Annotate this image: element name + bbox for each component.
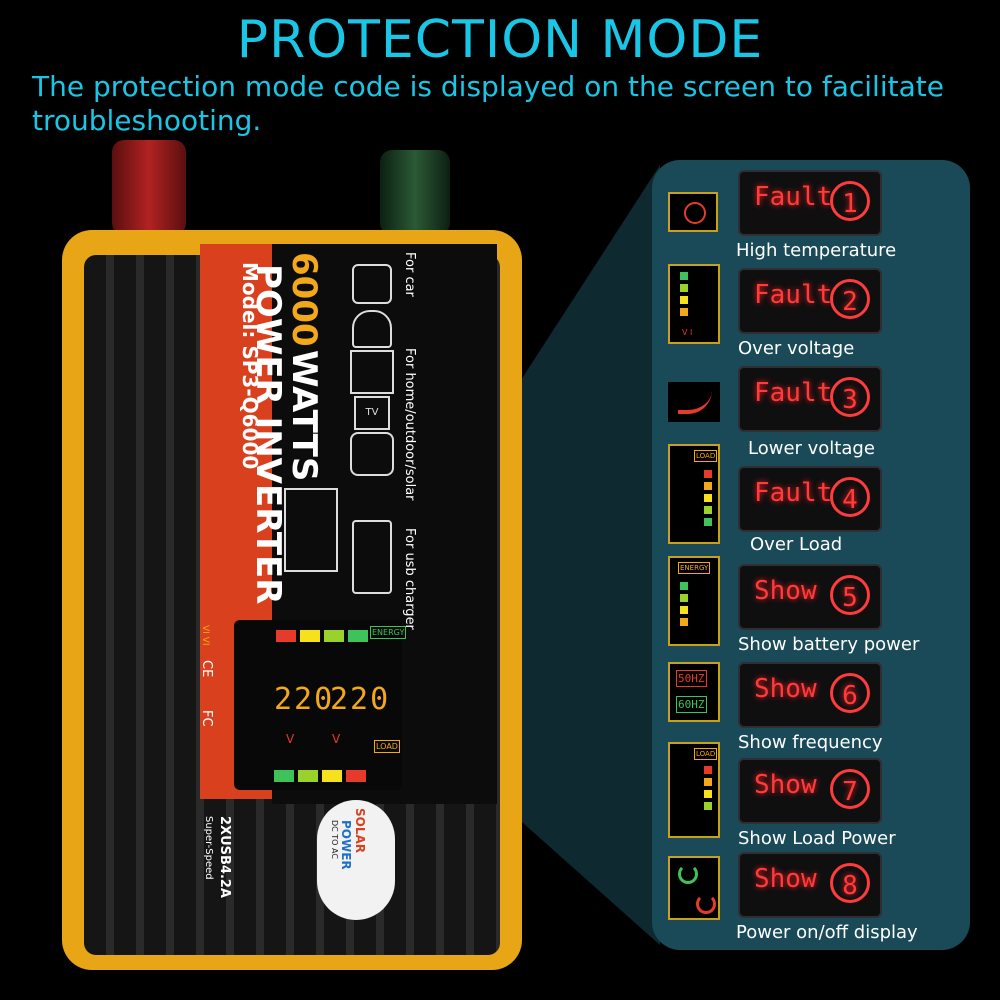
fault-code-1: Fault 1 [738, 170, 882, 236]
screen-digits-left: 220 [274, 682, 335, 717]
frequency-icon: 50HZ 60HZ [668, 662, 720, 722]
fault-code-2: Fault 2 [738, 268, 882, 334]
positive-terminal [112, 140, 186, 235]
ce-mark: CE [199, 660, 214, 678]
code-word: Fault [754, 378, 833, 408]
usb-speed-text: Super-Speed [203, 816, 214, 880]
phone-icon [352, 520, 392, 594]
for-home-text: For home/outdoor/solar [402, 348, 417, 501]
mode-label: Over Load [750, 534, 843, 555]
negative-terminal [380, 150, 450, 235]
code-word: Show [754, 576, 817, 606]
screen-v-right: V [332, 732, 341, 746]
code-number: 6 [830, 673, 870, 713]
code-word: Show [754, 864, 817, 894]
logo-top-text: SOLAR [353, 808, 367, 854]
watts-unit: WATTS [284, 350, 324, 482]
product-name: POWER INVERTER [248, 264, 288, 605]
mode-label: High temperature [736, 240, 897, 261]
logo-bot-text: DC TO AC [330, 820, 339, 859]
load-power-bars-icon: LOAD [668, 742, 720, 838]
logo-mid-text: POWER [339, 820, 353, 870]
code-word: Show [754, 674, 817, 704]
mode-label: Show Load Power [738, 828, 896, 849]
code-number: 1 [830, 181, 870, 221]
product-image-icon [284, 488, 338, 572]
load-tag: LOAD [694, 748, 718, 760]
show-code-6: Show 6 [738, 662, 882, 728]
for-car-text: For car [402, 252, 417, 297]
code-word: Fault [754, 478, 833, 508]
usb-ports-text: 2XUSB4.2A [217, 816, 232, 898]
vi-text: V I [682, 328, 693, 337]
fc-mark: FC [199, 710, 214, 727]
screen-v-left: V [286, 732, 295, 746]
tv-icon: TV [354, 396, 390, 430]
lcd-screen: ENERGY 220 220 V V LOAD [234, 620, 407, 790]
show-code-7: Show 7 [738, 758, 882, 824]
mode-label: Power on/off display [736, 922, 918, 943]
mode-label: Show frequency [738, 732, 883, 753]
freq-60: 60HZ [676, 696, 707, 713]
load-tag: LOAD [694, 450, 718, 462]
code-number: 4 [830, 477, 870, 517]
show-code-5: Show 5 [738, 564, 882, 630]
lower-voltage-curve-icon [668, 382, 720, 422]
lamp-icon [352, 310, 392, 348]
inverter-device: Model: SP3-Q6000 6000 WATTS POWER INVERT… [62, 140, 532, 980]
screen-load-tag: LOAD [374, 740, 400, 753]
code-number: 8 [830, 863, 870, 903]
page-title: PROTECTION MODE [236, 10, 764, 70]
fault-code-3: Fault 3 [738, 366, 882, 432]
mode-label: Show battery power [738, 634, 920, 655]
fault-code-4: Fault 4 [738, 466, 882, 532]
code-word: Show [754, 770, 817, 800]
screen-energy-tag: ENERGY [370, 626, 407, 639]
code-number: 3 [830, 377, 870, 417]
mode-label: Lower voltage [748, 438, 875, 459]
over-voltage-bars-icon: V I [668, 264, 720, 344]
car-icon [352, 264, 392, 304]
energy-bars-icon: ENERGY [668, 556, 720, 646]
load-bars-icon: LOAD [668, 444, 720, 544]
energy-tag: ENERGY [678, 562, 711, 574]
power-icon [668, 856, 720, 920]
watts-value: 6000 [284, 252, 324, 347]
laptop-icon [350, 350, 394, 394]
page-subtitle: The protection mode code is displayed on… [32, 70, 944, 137]
for-usb-text: For usb charger [402, 528, 417, 630]
mode-label: Over voltage [738, 338, 855, 359]
screen-vi-label: VI VI [200, 625, 210, 646]
code-number: 7 [830, 769, 870, 809]
solar-power-logo: SOLAR POWER DC TO AC [317, 800, 395, 920]
code-number: 5 [830, 575, 870, 615]
code-word: Fault [754, 182, 833, 212]
code-number: 2 [830, 279, 870, 319]
freq-50: 50HZ [676, 670, 707, 687]
thermometer-icon [668, 192, 718, 232]
show-code-8: Show 8 [738, 852, 882, 918]
camera-icon [350, 432, 394, 476]
code-word: Fault [754, 280, 833, 310]
screen-digits-right: 220 [330, 682, 391, 717]
